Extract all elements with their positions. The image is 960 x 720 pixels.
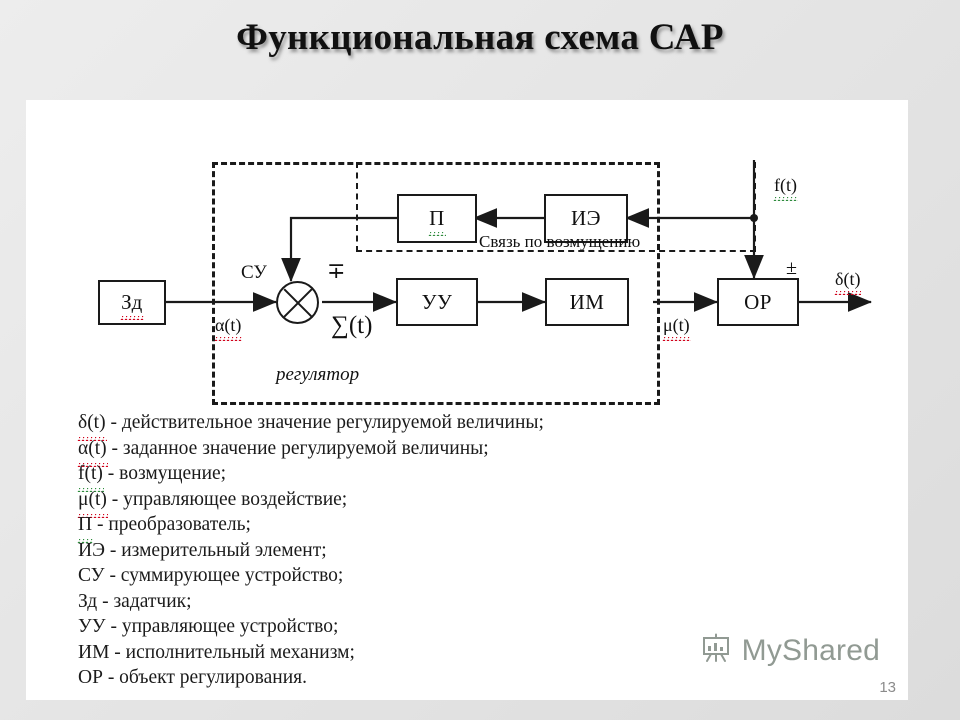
legend-item: δ(t) - действительное значение регулируе… bbox=[77, 412, 544, 441]
disturbance-link-boundary bbox=[356, 162, 756, 252]
label-su: СУ bbox=[241, 262, 267, 283]
label-disturbance-link: Связь по возмущению bbox=[479, 232, 641, 251]
legend-item: f(t) - возмущение; bbox=[77, 463, 227, 492]
legend-item: ИМ - исполнительный механизм; bbox=[78, 641, 355, 663]
block-or-label: ОР bbox=[744, 289, 772, 314]
label-minus-plus: ∓ bbox=[327, 258, 346, 283]
label-delta-t: δ(t) bbox=[833, 269, 862, 295]
label-plus-minus: ± bbox=[786, 257, 797, 279]
legend-list: δ(t) - действительное значение регулируе… bbox=[76, 412, 544, 693]
block-p[interactable]: П bbox=[397, 194, 477, 243]
label-sigma-t: ∑(t) bbox=[331, 312, 373, 339]
legend-item: α(t) - заданное значение регулируемой ве… bbox=[77, 437, 489, 467]
label-f-t: f(t) bbox=[773, 175, 798, 201]
block-im-label: ИМ bbox=[569, 289, 605, 314]
legend-item: СУ - суммирующее устройство; bbox=[78, 565, 344, 586]
block-p-label: П bbox=[428, 206, 446, 236]
summing-junction[interactable] bbox=[276, 281, 319, 324]
junction-dot-ft bbox=[750, 214, 758, 222]
legend-item: УУ - управляющее устройство; bbox=[78, 616, 339, 637]
block-uu[interactable]: УУ bbox=[396, 278, 478, 326]
block-im[interactable]: ИМ bbox=[545, 278, 629, 326]
legend-item: ОР - объект регулирования. bbox=[78, 667, 308, 688]
block-ie[interactable]: ИЭ bbox=[544, 194, 628, 243]
page-number: 13 bbox=[879, 679, 896, 696]
block-ie-label: ИЭ bbox=[570, 206, 602, 230]
regulator-boundary bbox=[212, 162, 660, 405]
label-alpha-t: α(t) bbox=[213, 315, 243, 341]
block-zd[interactable]: Зд bbox=[98, 280, 166, 325]
legend-item: μ(t) - управляющее воздействие; bbox=[77, 488, 348, 518]
page-title: Функциональная схема САР bbox=[236, 17, 724, 58]
watermark: MyShared bbox=[699, 631, 880, 670]
block-or[interactable]: ОР bbox=[717, 278, 799, 326]
legend-item: П - преобразователь; bbox=[76, 514, 251, 543]
legend-item: ИЭ - измерительный элемент; bbox=[78, 539, 327, 561]
presentation-board-icon bbox=[699, 631, 733, 670]
watermark-text: MyShared bbox=[741, 633, 880, 667]
block-uu-label: УУ bbox=[421, 289, 453, 314]
legend-item: Зд - задатчик; bbox=[78, 590, 192, 612]
label-mu-t: μ(t) bbox=[662, 315, 691, 341]
label-regulator: регулятор bbox=[276, 364, 360, 385]
block-zd-label: Зд bbox=[120, 290, 144, 320]
slide-content-panel: Зд П ИЭ УУ ИМ ОР СУ ∓ ± α(t) ∑(t) bbox=[26, 100, 908, 700]
